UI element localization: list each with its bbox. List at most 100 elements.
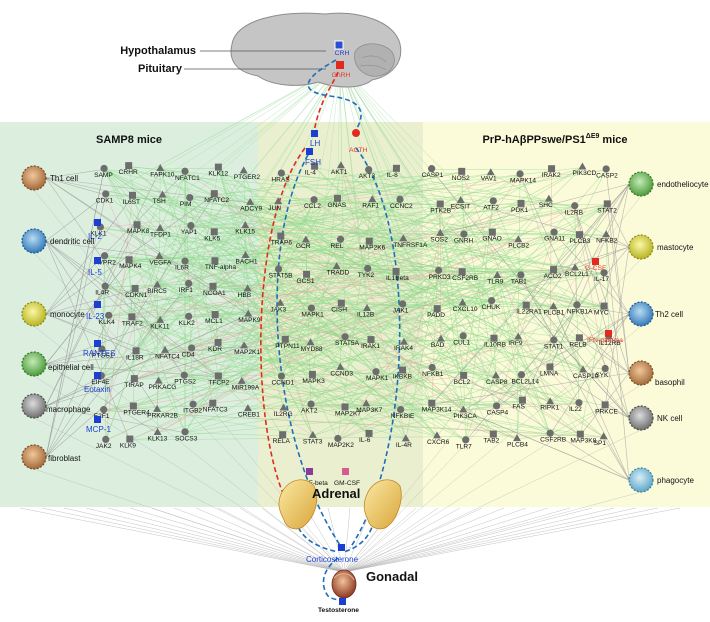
- interaction-link: [157, 206, 575, 434]
- interaction-link: [310, 306, 605, 406]
- gene-label: PTGER2: [234, 174, 261, 181]
- gene-node-marker: [243, 284, 252, 292]
- interaction-link: [312, 306, 554, 437]
- gene-label: CCND1: [271, 380, 294, 387]
- gene-label: TYK2: [358, 272, 375, 279]
- interaction-link: [45, 169, 105, 458]
- interaction-link: [45, 194, 106, 242]
- gene-node-marker: [365, 237, 373, 245]
- gene-label: NFKB1: [422, 371, 444, 378]
- endotheliocyte-icon: endotheliocyte: [628, 171, 709, 197]
- interaction-link: [247, 403, 432, 410]
- interaction-link: [214, 261, 282, 378]
- gene-label: BACH1: [236, 258, 258, 265]
- gene-node-marker: [432, 431, 441, 439]
- hypothalamus-label: Hypothalamus: [120, 45, 196, 57]
- interaction-link: [343, 507, 527, 573]
- tnf-beta-label: TNF-beta: [300, 480, 328, 487]
- interaction-link: [160, 168, 368, 270]
- gene-node-marker: [155, 251, 164, 259]
- gene-node-marker: [243, 404, 252, 412]
- gene-node-marker: [436, 228, 445, 236]
- gene-node-marker: [101, 252, 109, 260]
- gene-node-marker: [334, 434, 342, 443]
- gene-label: MAP3K7: [356, 407, 382, 414]
- gene-label: KLK1: [90, 231, 106, 238]
- svg-text:Th2 cell: Th2 cell: [655, 310, 683, 319]
- gene-label: MAPK14: [510, 177, 536, 184]
- interaction-link: [85, 507, 345, 573]
- gene-label: MAP2K2: [328, 442, 354, 449]
- gene-node-marker: [156, 163, 165, 171]
- gene-node-marker: [341, 403, 349, 411]
- gene-node-marker: [333, 194, 341, 202]
- interaction-link: [103, 309, 438, 411]
- gene-label: VEGFA: [149, 259, 172, 266]
- gene-label: AKT2: [301, 408, 318, 415]
- interaction-link: [312, 337, 609, 437]
- interaction-link: [579, 338, 630, 374]
- interaction-link: [369, 241, 576, 269]
- interaction-link: [549, 367, 630, 419]
- gm-csf-label: GM-CSF: [334, 480, 360, 487]
- gene-node-marker: [399, 366, 407, 374]
- gene-label: IL22: [569, 406, 582, 413]
- gene-label: FAS: [512, 404, 525, 411]
- gene-label: AKT3: [359, 173, 376, 180]
- interaction-link: [195, 507, 345, 573]
- interaction-link: [183, 168, 219, 377]
- interaction-link: [440, 183, 630, 235]
- interaction-link: [156, 381, 159, 410]
- fibroblast-icon: fibroblast: [21, 444, 81, 470]
- interaction-link: [549, 313, 630, 435]
- gene-label: REL: [330, 243, 343, 250]
- gene-node-marker: [517, 371, 526, 379]
- gene-label: NFKBIE: [391, 413, 415, 420]
- interaction-link: [135, 204, 608, 290]
- gene-label: BCL2: [454, 379, 471, 386]
- interaction-link: [337, 174, 521, 440]
- svg-text:endotheliocyte: endotheliocyte: [657, 180, 709, 189]
- interaction-link: [490, 172, 607, 236]
- interaction-link: [105, 194, 161, 322]
- interaction-link: [313, 200, 519, 241]
- gene-label: GNRH: [454, 238, 474, 245]
- pituitary-hormones: LH FSH ACTH: [305, 129, 368, 167]
- gene-label: CASP2: [596, 172, 618, 179]
- gene-node-marker: [363, 304, 372, 312]
- app-ps1-title: PrP-hAβPPswe/PS1ΔE9 mice: [482, 133, 627, 146]
- gene-node-marker: [239, 166, 248, 174]
- gene-label: RIPK1: [540, 405, 559, 412]
- interaction-link: [519, 174, 630, 419]
- interaction-link: [436, 309, 580, 405]
- interaction-link: [107, 507, 345, 573]
- gene-label: PRKACG: [149, 384, 177, 391]
- gene-label: PIK3CD: [572, 170, 596, 177]
- gene-node-marker: [311, 162, 319, 170]
- gene-label: PRKAR2B: [147, 412, 178, 419]
- gene-node-marker: [189, 400, 197, 408]
- gene-node-marker: [241, 250, 250, 258]
- interaction-link: [492, 232, 584, 371]
- interaction-link: [45, 346, 245, 365]
- gene-label: VAV1: [481, 176, 497, 183]
- gene-label: TRADD: [327, 270, 350, 277]
- gene-label: IL2RB: [565, 209, 584, 216]
- gene-node-marker: [210, 228, 218, 236]
- interaction-link: [280, 236, 605, 308]
- interaction-link: [159, 228, 377, 373]
- gene-node-marker: [546, 429, 554, 437]
- interaction-link: [438, 204, 522, 272]
- interaction-link: [465, 246, 630, 442]
- gene-label: GCS1: [297, 278, 315, 285]
- gene-label: BCL2L1: [565, 271, 589, 278]
- gene-label: PLCB1: [543, 310, 564, 317]
- interaction-link: [497, 204, 608, 277]
- interaction-link: [491, 246, 630, 302]
- interaction-link: [218, 169, 432, 378]
- interaction-link: [603, 183, 630, 308]
- gene-node-marker: [337, 299, 345, 307]
- gene-node-marker: [306, 338, 315, 346]
- svg-text:macrophage: macrophage: [46, 405, 91, 414]
- interaction-link: [310, 65, 341, 344]
